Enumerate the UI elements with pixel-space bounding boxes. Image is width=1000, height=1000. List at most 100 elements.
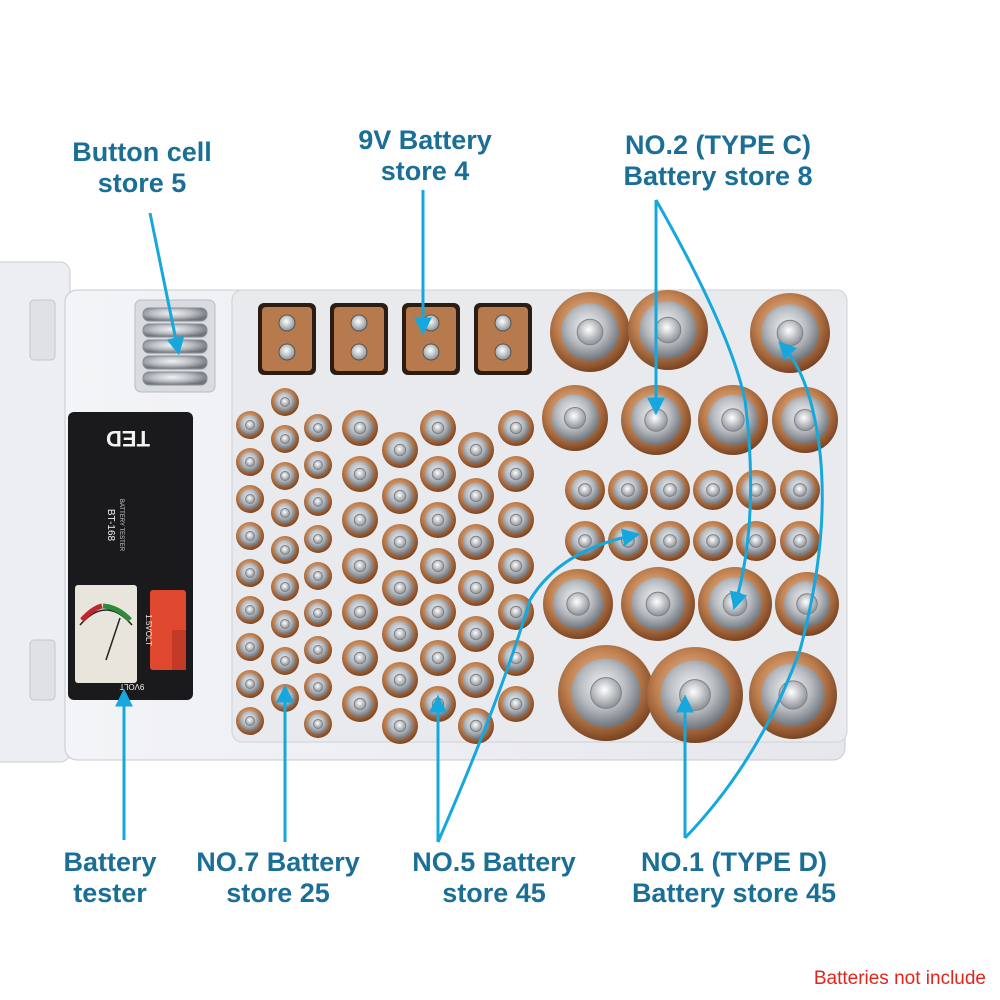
aaa-battery <box>304 636 332 664</box>
aa-battery <box>458 478 494 514</box>
d-battery <box>647 647 743 743</box>
aa-battery <box>458 662 494 698</box>
c-battery <box>772 387 838 453</box>
button-cell-compartment <box>134 299 216 393</box>
small-cell <box>736 521 776 561</box>
aa-batteries <box>342 410 534 744</box>
aa-battery <box>498 502 534 538</box>
arrow-button-cell <box>148 212 185 356</box>
aaa-battery <box>304 710 332 738</box>
c-battery <box>542 385 608 451</box>
arrow-aa-2 <box>436 528 641 843</box>
aa-battery <box>342 640 378 676</box>
nine-volt-battery <box>258 303 316 375</box>
aa-battery <box>342 686 378 722</box>
c-battery <box>698 385 768 455</box>
aa-battery <box>458 432 494 468</box>
c-battery <box>621 567 695 641</box>
small-cell <box>650 470 690 510</box>
arrow-type-d-2 <box>683 341 824 840</box>
aa-battery <box>382 570 418 606</box>
small-cell <box>736 470 776 510</box>
small-cell <box>780 521 820 561</box>
aa-battery <box>498 410 534 446</box>
tester-model: BT-168 <box>105 509 116 542</box>
aaa-battery <box>236 596 264 624</box>
aa-battery <box>342 456 378 492</box>
aaa-battery <box>271 647 299 675</box>
case-lid <box>0 261 71 763</box>
aa-battery <box>498 548 534 584</box>
aa-battery <box>498 456 534 492</box>
nine-volt-battery <box>330 303 388 375</box>
c-battery <box>550 292 630 372</box>
aa-battery <box>458 524 494 560</box>
nine-volt-battery <box>402 303 460 375</box>
aa-battery <box>420 594 456 630</box>
tester-bottom-text: 9VOLT <box>120 682 145 691</box>
aaa-battery <box>271 573 299 601</box>
tester-subtitle: BATTERY TESTER <box>118 499 124 552</box>
aa-battery <box>458 708 494 744</box>
aa-battery <box>420 640 456 676</box>
aaa-battery <box>271 610 299 638</box>
small-cell <box>565 470 605 510</box>
aaa-battery <box>236 559 264 587</box>
aa-battery <box>342 410 378 446</box>
nine-volt-battery <box>474 303 532 375</box>
label-type-c: NO.2 (TYPE C)Battery store 8 <box>623 130 813 191</box>
aaa-battery <box>304 488 332 516</box>
leader-lines <box>115 190 824 843</box>
tester-voltage-label: 1.5VOLT <box>144 614 153 646</box>
aa-battery <box>420 410 456 446</box>
small-cell <box>565 521 605 561</box>
aaa-battery <box>271 499 299 527</box>
aa-battery <box>382 616 418 652</box>
small-cell <box>693 521 733 561</box>
aa-battery <box>458 570 494 606</box>
aaa-battery <box>304 525 332 553</box>
aaa-battery <box>271 462 299 490</box>
aaa-battery <box>304 451 332 479</box>
aaa-battery <box>236 522 264 550</box>
aaa-batteries <box>236 388 332 738</box>
small-cell <box>608 470 648 510</box>
arrow-type-c-2 <box>654 199 753 611</box>
c-battery <box>750 293 830 373</box>
aaa-battery <box>236 670 264 698</box>
c-and-d-batteries <box>542 290 839 743</box>
small-cell <box>650 521 690 561</box>
aa-battery <box>420 548 456 584</box>
label-type-d: NO.1 (TYPE D)Battery store 45 <box>631 847 837 908</box>
aaa-battery <box>236 411 264 439</box>
d-battery <box>558 645 654 741</box>
button-cell <box>142 371 208 386</box>
aa-battery <box>498 686 534 722</box>
aaa-battery <box>304 599 332 627</box>
aa-battery <box>342 502 378 538</box>
small-cell <box>780 470 820 510</box>
aaa-battery <box>236 633 264 661</box>
aa-battery <box>382 524 418 560</box>
aaa-battery <box>236 485 264 513</box>
aa-battery <box>342 548 378 584</box>
aaa-battery <box>271 388 299 416</box>
c-battery <box>628 290 708 370</box>
aaa-battery <box>304 562 332 590</box>
aa-battery <box>382 478 418 514</box>
aa-battery <box>420 456 456 492</box>
aa-battery <box>342 594 378 630</box>
aaa-battery <box>304 673 332 701</box>
button-cell <box>142 355 208 370</box>
aaa-battery <box>236 448 264 476</box>
c-battery <box>543 569 613 639</box>
aa-battery <box>498 594 534 630</box>
battery-tester-device <box>68 412 193 700</box>
aaa-battery <box>304 414 332 442</box>
small-cell <box>693 470 733 510</box>
